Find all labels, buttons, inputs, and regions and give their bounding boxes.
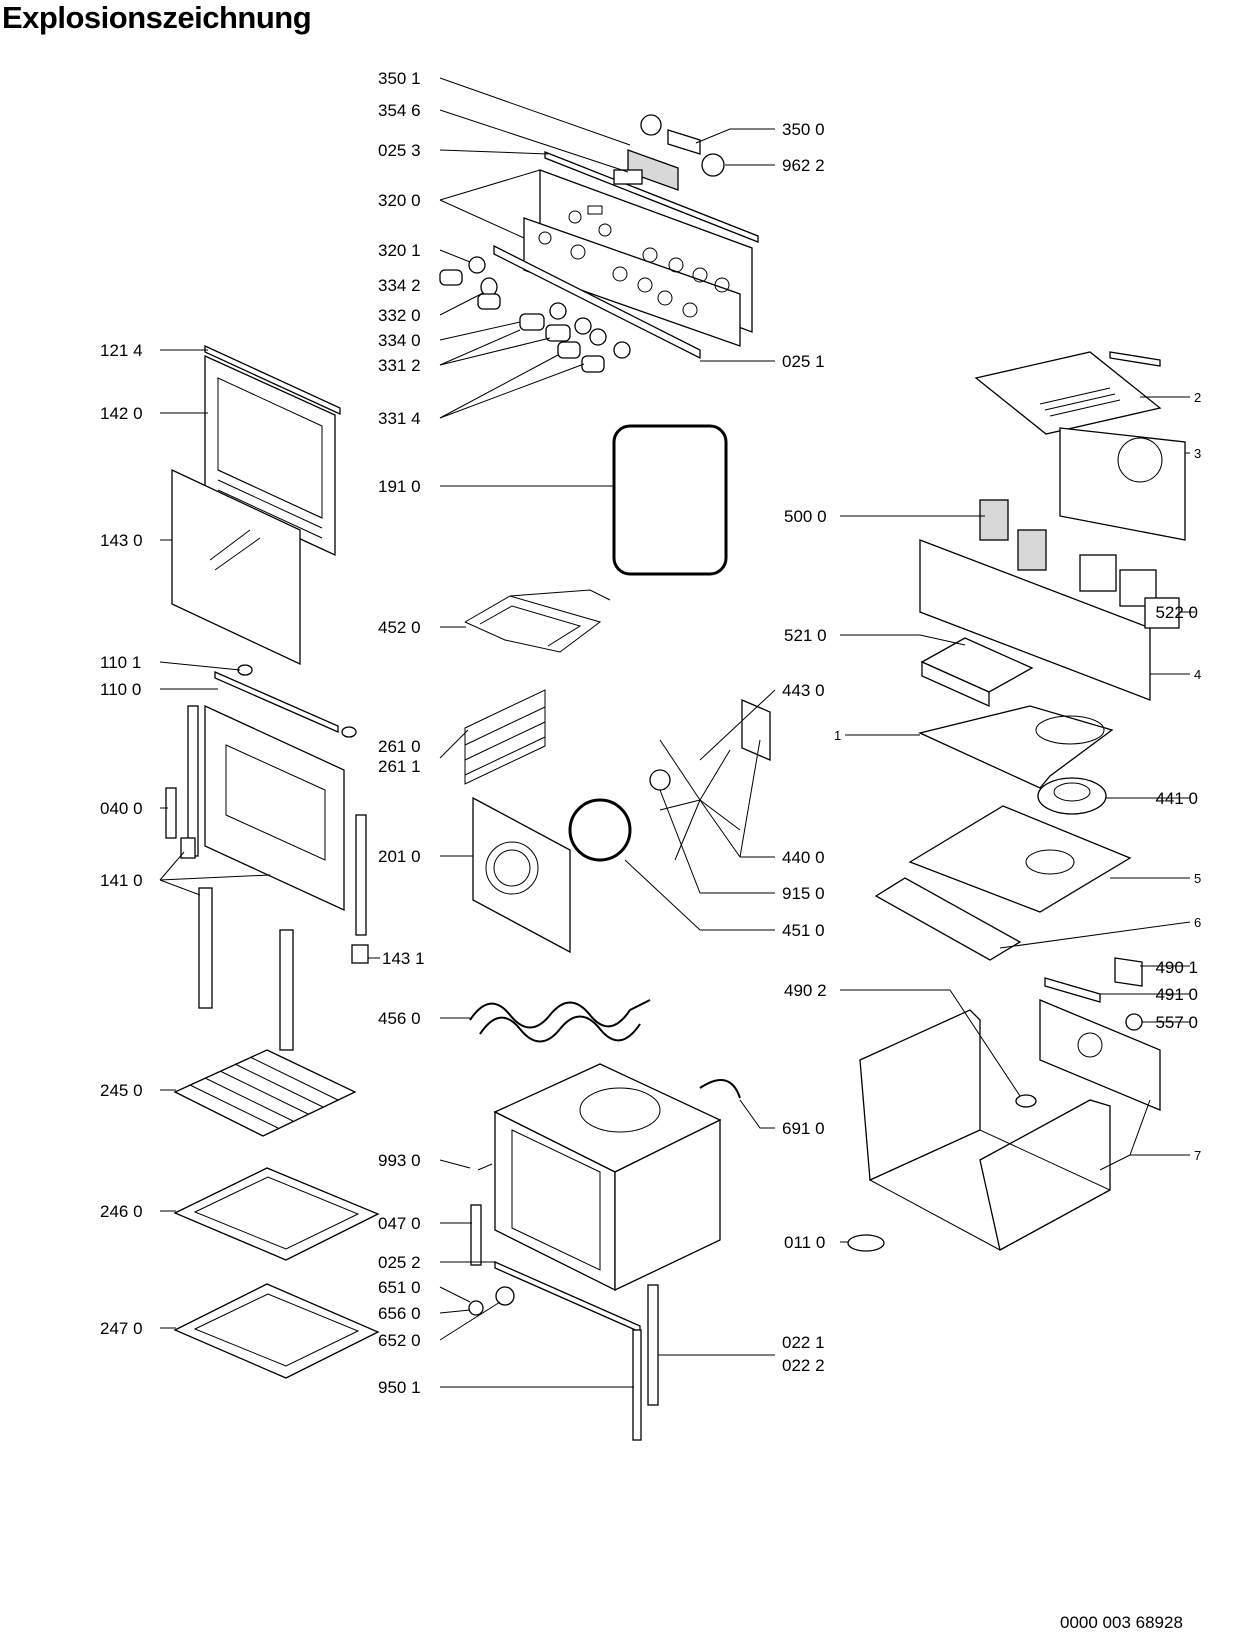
callout-label: 121 4 (100, 341, 143, 360)
callout-label: 025 1 (782, 352, 825, 371)
callout-label: 022 2 (782, 1356, 825, 1375)
door-parts (165, 344, 369, 1051)
callout-label: 1 (834, 728, 841, 743)
callout-label: 950 1 (378, 1378, 421, 1397)
callout-label: 354 6 (378, 101, 421, 120)
leader-lines (159, 77, 1195, 1388)
callout-label: 962 2 (782, 156, 825, 175)
page-title: Explosionszeichnung (2, 0, 312, 35)
rear-panel-part (472, 796, 571, 954)
callout-label: 456 0 (378, 1009, 421, 1028)
callout-label: 451 0 (782, 921, 825, 940)
callout-label: 331 4 (378, 409, 421, 428)
callout-label: 247 0 (100, 1319, 143, 1338)
callout-label: 011 0 (784, 1233, 825, 1252)
callout-label: 915 0 (782, 884, 825, 903)
outer-frame-parts (847, 957, 1161, 1252)
callout-label: 320 0 (378, 191, 421, 210)
callout-label: 261 0 (378, 737, 421, 756)
callout-label: 246 0 (100, 1202, 143, 1221)
top-housing-parts (974, 351, 1186, 541)
cover-plate-parts (874, 805, 1132, 961)
side-rail-parts (464, 689, 546, 785)
callout-label: 141 0 (100, 871, 143, 890)
callout-label: 2 (1194, 390, 1201, 405)
callout-label: 656 0 (378, 1304, 421, 1323)
heat-shield-parts (918, 705, 1114, 815)
callout-label: 261 1 (378, 757, 421, 776)
callout-label: 332 0 (378, 306, 421, 325)
callout-label: 047 0 (378, 1214, 421, 1233)
callout-label: 022 1 (782, 1333, 825, 1352)
callout-label: 993 0 (378, 1151, 421, 1170)
callout-label: 5 (1194, 871, 1201, 886)
callout-label: 350 0 (782, 120, 825, 139)
callout-label: 652 0 (378, 1331, 421, 1350)
callout-label: 443 0 (782, 681, 825, 700)
callout-label: 201 0 (378, 847, 421, 866)
callout-label: 500 0 (784, 507, 827, 526)
callout-label: 350 1 (378, 69, 421, 88)
lower-heating-element-part (469, 999, 651, 1043)
callout-label: 4 (1194, 667, 1201, 682)
callout-label: 142 0 (100, 404, 143, 423)
callout-label: 491 0 (1155, 985, 1198, 1004)
oven-cavity-part (468, 1063, 741, 1441)
document-number: 0000 003 68928 (1060, 1613, 1183, 1632)
callout-label: 651 0 (378, 1278, 421, 1297)
callout-label: 191 0 (378, 477, 421, 496)
callout-label: 334 2 (378, 276, 421, 295)
callout-label: 245 0 (100, 1081, 143, 1100)
callout-label: 490 2 (784, 981, 827, 1000)
control-panel-parts (439, 114, 759, 373)
callout-label: 521 0 (784, 626, 827, 645)
callout-label: 7 (1194, 1148, 1201, 1163)
callout-label: 320 1 (378, 241, 421, 260)
callout-label: 557 0 (1155, 1013, 1198, 1032)
door-gasket-part (612, 424, 728, 576)
callout-label: 3 (1194, 446, 1201, 461)
callout-label: 331 2 (378, 356, 421, 375)
callout-label: 025 2 (378, 1253, 421, 1272)
callout-label: 522 0 (1155, 603, 1198, 622)
fan-heater-parts (568, 699, 771, 862)
callout-label: 6 (1194, 915, 1201, 930)
callout-label: 691 0 (782, 1119, 825, 1138)
callout-label: 440 0 (782, 848, 825, 867)
grill-element-part (464, 589, 611, 653)
callout-label: 452 0 (378, 618, 421, 637)
electronics-parts (919, 499, 1180, 708)
callout-label: 040 0 (100, 799, 143, 818)
rack-and-trays (173, 1049, 380, 1379)
callout-label: 143 1 (382, 949, 425, 968)
callout-label: 110 0 (100, 680, 141, 699)
callout-label: 334 0 (378, 331, 421, 350)
callout-label: 025 3 (378, 141, 421, 160)
callout-labels: 350 1 354 6 025 3 320 0 320 1 334 2 332 … (100, 69, 1201, 1397)
callout-label: 143 0 (100, 531, 143, 550)
callout-label: 441 0 (1155, 789, 1198, 808)
callout-label: 110 1 (100, 653, 141, 672)
callout-label: 490 1 (1155, 958, 1198, 977)
